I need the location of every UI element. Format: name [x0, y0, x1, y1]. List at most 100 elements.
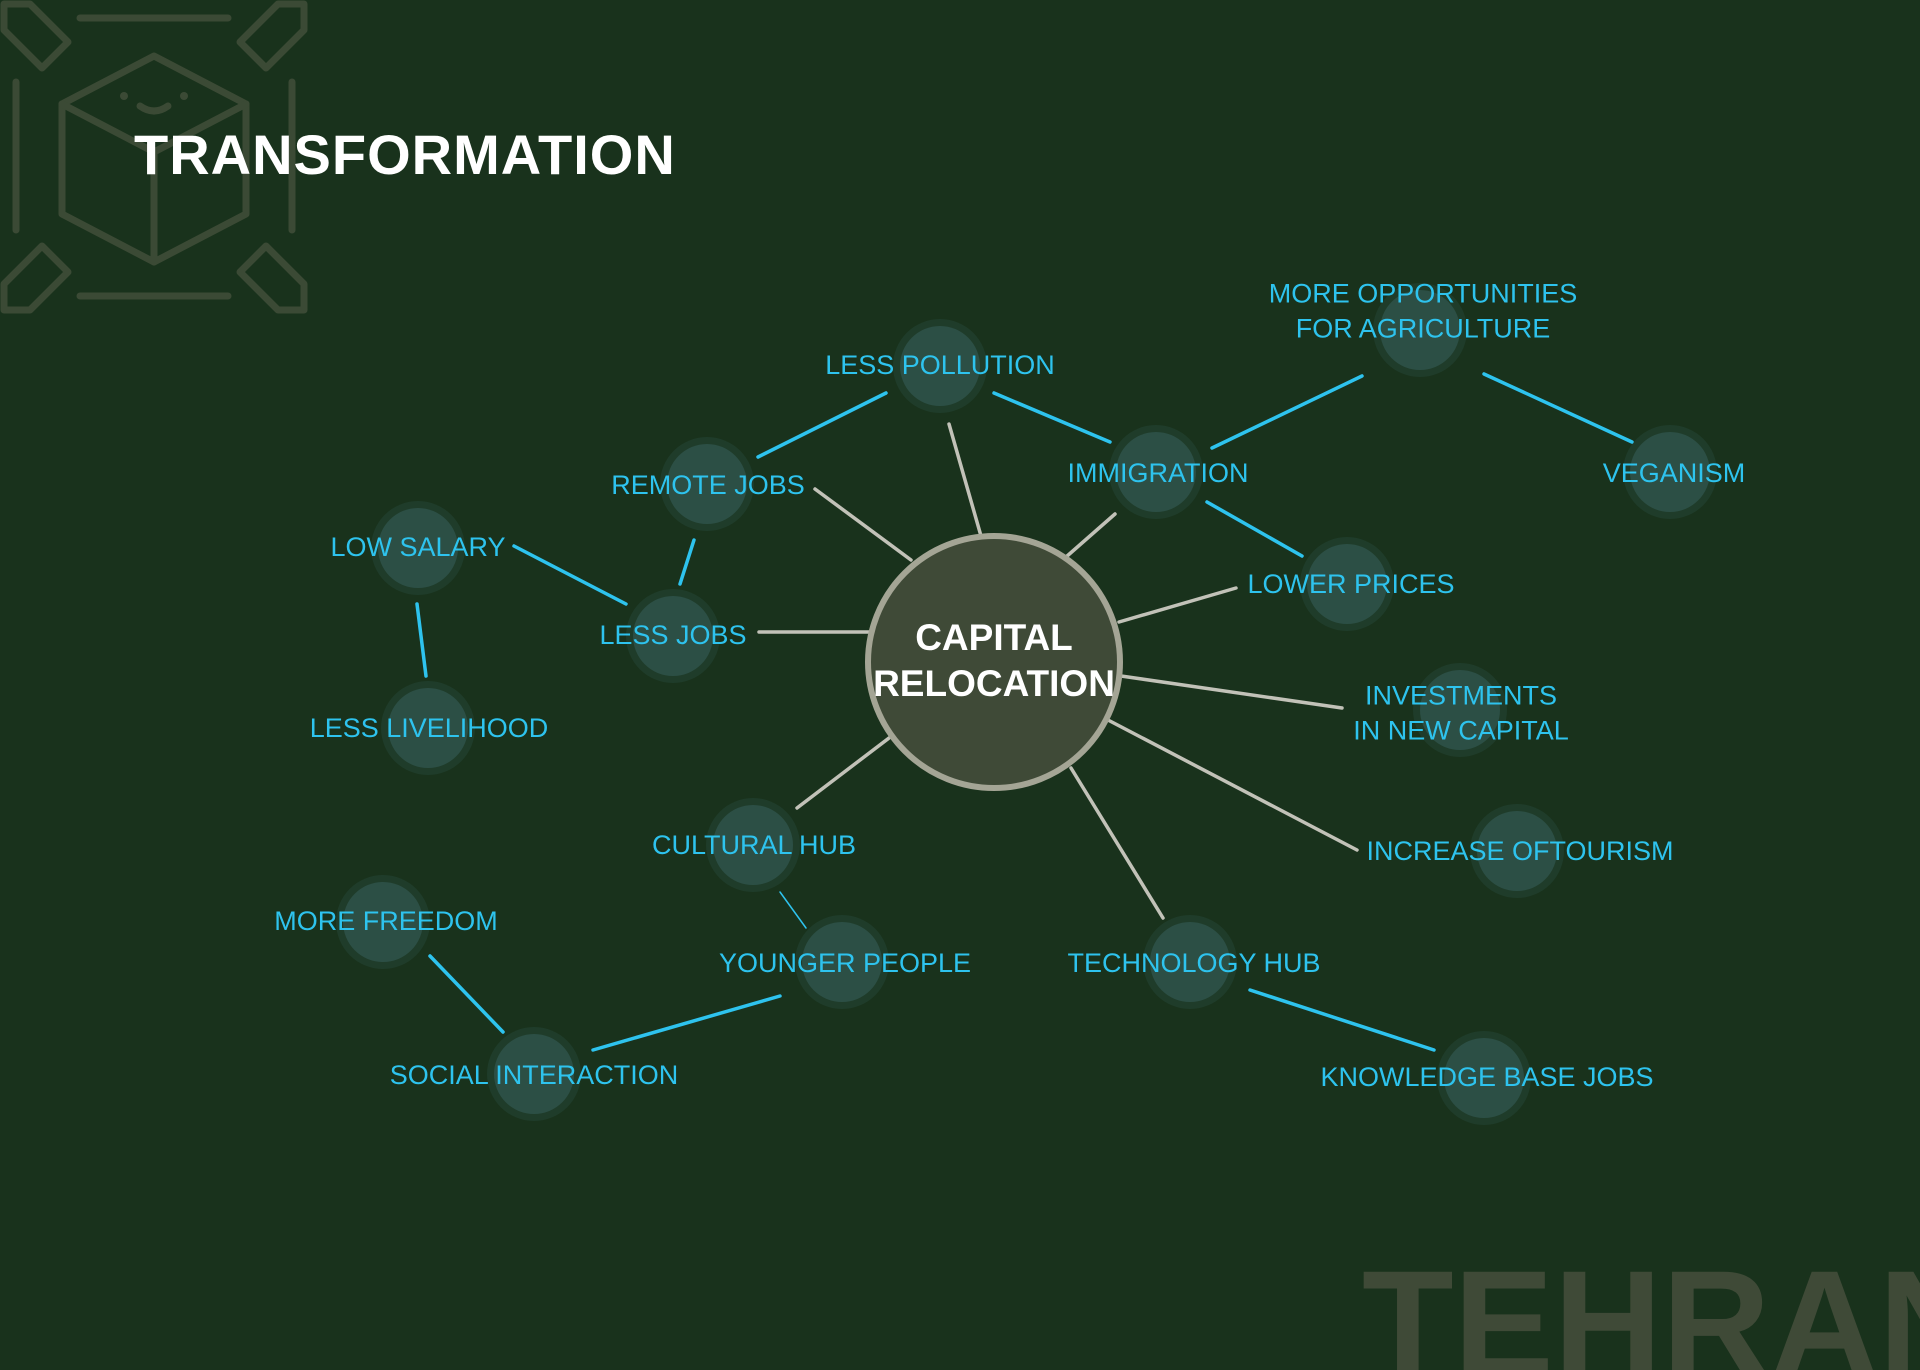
node-label-line: LESS POLLUTION [825, 350, 1055, 380]
node-veganism[interactable]: VEGANISM [1603, 425, 1746, 519]
node-technology-hub[interactable]: TECHNOLOGY HUB [1067, 915, 1321, 1009]
connections [415, 372, 1634, 1052]
node-label-line: LOW SALARY [330, 532, 505, 562]
node-label: LESS JOBS [599, 620, 746, 650]
node-more-freedom[interactable]: MORE FREEDOM [274, 875, 498, 969]
node-dot [900, 326, 980, 406]
center-label-line: CAPITAL [915, 617, 1073, 658]
node-dot [494, 1034, 574, 1114]
node-dot [667, 444, 747, 524]
node-label-line: CULTURAL HUB [652, 830, 856, 860]
edge-technology-hub-to-knowledge-jobs [1248, 988, 1436, 1052]
node-dot [1630, 432, 1710, 512]
edge-more-freedom-to-social-interaction [428, 954, 505, 1034]
node-more-opportunities[interactable]: MORE OPPORTUNITIES FOR AGRICULTURE [1269, 279, 1578, 378]
node-label-line: IN NEW CAPITAL [1353, 716, 1569, 746]
node-dot [378, 508, 458, 588]
node-label-line: LESS LIVELIHOOD [310, 713, 549, 743]
node-label: REMOTE JOBS [611, 470, 805, 500]
edge-capital-relocation-to-increase-tourism [1106, 718, 1359, 852]
node-dot [633, 596, 713, 676]
center-label: CAPITAL RELOCATION [873, 617, 1115, 704]
node-label-line: LESS JOBS [599, 620, 746, 650]
node-label: VEGANISM [1603, 458, 1746, 488]
node-dot [388, 688, 468, 768]
edge-immigration-to-more-opportunities [1210, 374, 1364, 450]
edge-younger-people-to-social-interaction [591, 994, 782, 1052]
node-label-line: INVESTMENTS [1365, 681, 1557, 711]
node-label-line: IMMIGRATION [1068, 458, 1249, 488]
node-less-jobs[interactable]: LESS JOBS [599, 589, 747, 683]
edge-cultural-hub-to-younger-people [779, 891, 807, 929]
node-label-line: LOWER PRICES [1247, 569, 1454, 599]
node-label: LOWER PRICES [1247, 569, 1454, 599]
edge-less-pollution-to-immigration [992, 391, 1112, 444]
node-label-line: TECHNOLOGY HUB [1067, 948, 1320, 978]
center-label-line: RELOCATION [873, 663, 1115, 704]
node-social-interaction[interactable]: SOCIAL INTERACTION [390, 1027, 679, 1121]
edge-capital-relocation-to-remote-jobs [813, 487, 913, 562]
node-label: IMMIGRATION [1068, 458, 1249, 488]
node-dot [1477, 811, 1557, 891]
node-label: MORE OPPORTUNITIES FOR AGRICULTURE [1269, 279, 1578, 344]
node-label-line: REMOTE JOBS [611, 470, 805, 500]
edge-low-salary-to-less-livelihood [415, 602, 428, 678]
edge-capital-relocation-to-lower-prices [1117, 586, 1238, 624]
node-dot [1420, 670, 1500, 750]
node-investments[interactable]: INVESTMENTS IN NEW CAPITAL [1353, 663, 1569, 757]
node-dot [1150, 922, 1230, 1002]
node-dot [1116, 432, 1196, 512]
node-label: SOCIAL INTERACTION [390, 1060, 679, 1090]
node-label: LOW SALARY [330, 532, 505, 562]
nodes: LESS POLLUTION MORE OPPORTUNITIES FOR AGRI… [274, 279, 1746, 1125]
edge-more-opportunities-to-veganism [1482, 372, 1634, 444]
node-label-line: MORE FREEDOM [274, 906, 498, 936]
node-dot [1307, 544, 1387, 624]
node-label-line: FOR AGRICULTURE [1296, 314, 1551, 344]
node-less-livelihood[interactable]: LESS LIVELIHOOD [310, 681, 549, 775]
node-label: KNOWLEDGE BASE JOBS [1320, 1062, 1653, 1092]
node-label: MORE FREEDOM [274, 906, 498, 936]
edge-capital-relocation-to-technology-hub [1069, 766, 1165, 920]
node-label-line: MORE OPPORTUNITIES [1269, 279, 1578, 309]
node-label: CULTURAL HUB [652, 830, 856, 860]
node-label: LESS POLLUTION [825, 350, 1055, 380]
node-label: LESS LIVELIHOOD [310, 713, 549, 743]
node-dot [343, 882, 423, 962]
node-label: INVESTMENTS IN NEW CAPITAL [1353, 681, 1569, 746]
page-title: TRANSFORMATION [134, 123, 676, 186]
node-younger-people[interactable]: YOUNGER PEOPLE [719, 915, 971, 1009]
node-label: YOUNGER PEOPLE [719, 948, 971, 978]
edge-low-salary-to-less-jobs [512, 544, 628, 606]
node-label: TECHNOLOGY HUB [1067, 948, 1320, 978]
edge-capital-relocation-to-cultural-hub [795, 736, 891, 810]
edge-less-pollution-to-remote-jobs [756, 391, 888, 459]
node-low-salary[interactable]: LOW SALARY [330, 501, 506, 595]
edge-capital-relocation-to-investments [1119, 674, 1344, 710]
node-label-line: VEGANISM [1603, 458, 1746, 488]
node-immigration[interactable]: IMMIGRATION [1068, 425, 1249, 519]
node-label-line: KNOWLEDGE BASE JOBS [1320, 1062, 1653, 1092]
center-node-capital-relocation[interactable]: CAPITAL RELOCATION [865, 533, 1123, 791]
node-dot [1380, 290, 1460, 370]
cube-with-arrows-icon [0, 0, 308, 314]
node-label-line: INCREASE OFTOURISM [1366, 836, 1673, 866]
edge-immigration-to-lower-prices [1205, 500, 1304, 558]
watermark-text: TEHRAN [1362, 1239, 1920, 1370]
node-remote-jobs[interactable]: REMOTE JOBS [611, 437, 805, 531]
node-dot [713, 805, 793, 885]
node-label: INCREASE OFTOURISM [1366, 836, 1673, 866]
node-lower-prices[interactable]: LOWER PRICES [1247, 537, 1455, 631]
node-less-pollution[interactable]: LESS POLLUTION [825, 319, 1055, 413]
edge-capital-relocation-to-less-pollution [947, 422, 983, 538]
node-increase-tourism[interactable]: INCREASE OFTOURISM [1366, 804, 1674, 898]
edge-remote-jobs-to-less-jobs [678, 538, 696, 586]
edge-capital-relocation-to-immigration [1064, 512, 1117, 559]
node-cultural-hub[interactable]: CULTURAL HUB [652, 798, 856, 892]
node-label-line: SOCIAL INTERACTION [390, 1060, 679, 1090]
node-dot [1444, 1038, 1524, 1118]
node-dot [802, 922, 882, 1002]
node-label-line: YOUNGER PEOPLE [719, 948, 971, 978]
node-knowledge-jobs[interactable]: KNOWLEDGE BASE JOBS [1320, 1031, 1654, 1125]
